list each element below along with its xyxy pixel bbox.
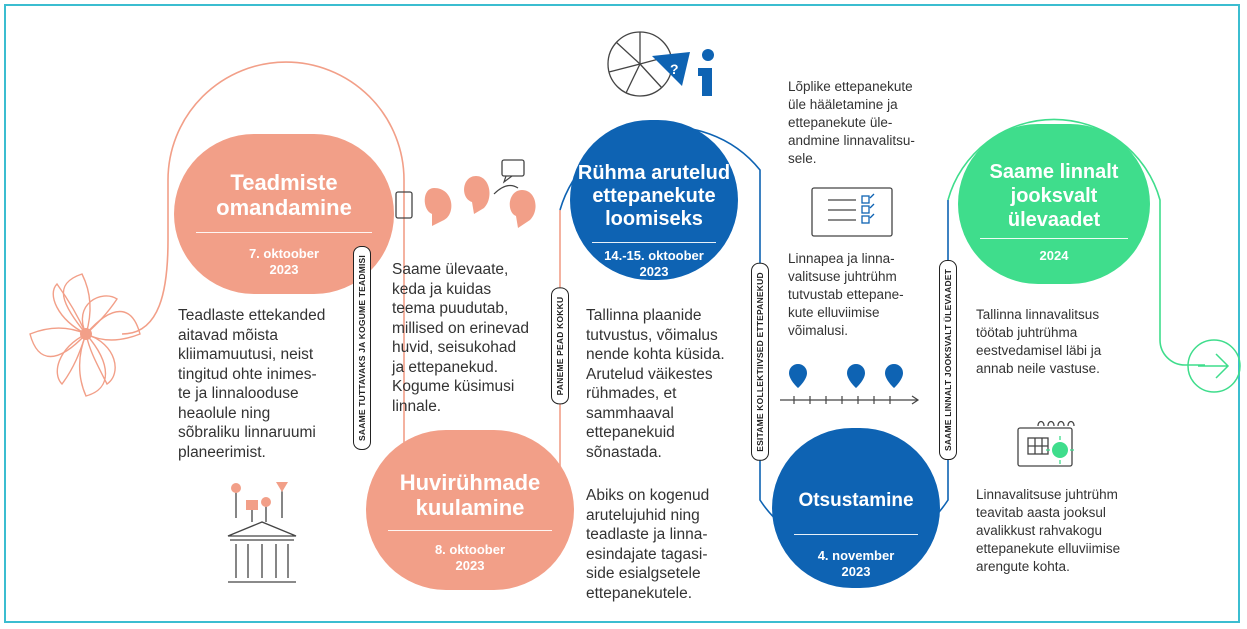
pinwheel-icon: [29, 273, 141, 397]
city-leads-text: Tallinna linnavalitsus töötab juhtrühma …: [976, 307, 1102, 376]
facilitators-text: Abiks on kogenud arutelujuhid ning teadl…: [586, 487, 710, 602]
government-building-icon: [227, 482, 297, 583]
step-3-date: 14.-15. oktoober 2023: [604, 248, 704, 279]
pie-chart-icon: [607, 31, 673, 97]
step-4-title: Otsustamine: [798, 490, 914, 511]
stakeholders-text: Saame ülevaate, keda ja kuidas teema puu…: [392, 261, 529, 415]
arrow-right-icon: [1187, 339, 1241, 393]
step-2-circle: Huvirühmade kuulamine 8. oktoober 2023: [366, 430, 574, 590]
svg-text:?: ?: [670, 61, 679, 77]
mayor-text: Linnapea ja linna- valitsuse juhtrühm tu…: [788, 251, 904, 338]
calendar-icon: [1017, 420, 1075, 467]
scientists-text: Teadlaste ettekanded aitavad mõista klii…: [178, 307, 326, 461]
step-5-divider: [980, 238, 1128, 239]
step-1-date: 7. oktoober 2023: [248, 246, 320, 277]
step-3-circle: Rühma arutelud ettepanekute loomiseks 14…: [570, 120, 738, 280]
group-discussion-text: Tallinna plaanide tutvustus, võimalus ne…: [586, 307, 725, 461]
phase-label-3: ESITAME KOLLEKTIIVSED ETTEPANEKUD: [751, 263, 769, 461]
step-4-date: 4. november 2023: [817, 548, 895, 579]
timeline-pins-icon: [780, 364, 920, 405]
phase-label-2: PANEME PEAD KOKKU: [551, 287, 569, 405]
step-1-divider: [196, 232, 372, 233]
step-1-title: Teadmiste omandamine: [216, 170, 352, 220]
step-5-circle: Saame linnalt jooksvalt ülevaadet 2024: [958, 124, 1150, 284]
people-talking-icon: [395, 159, 536, 228]
question-shield-icon: ?: [652, 52, 690, 86]
step-5-title: Saame linnalt jooksvalt ülevaadet: [989, 161, 1119, 231]
final-vote-text: Lõplike ettepanekute üle hääletamine ja …: [788, 79, 915, 166]
step-2-divider: [388, 530, 552, 531]
step-5-date: 2024: [1039, 248, 1069, 263]
step-2-date: 8. oktoober 2023: [434, 542, 506, 573]
step-3-divider: [592, 242, 716, 243]
step-3-title: Rühma arutelud ettepanekute loomiseks: [577, 162, 731, 230]
info-icon: [698, 49, 714, 96]
phase-label-1: SAAME TUTTAVAKS JA KOGUME TEADMISI: [353, 246, 371, 450]
step-4-circle: Otsustamine 4. november 2023: [772, 428, 940, 588]
step-2-title: Huvirühmade kuulamine: [399, 470, 541, 520]
infographic-frame: [4, 4, 1240, 623]
checklist-document-icon: [811, 187, 893, 237]
step-4-divider: [794, 534, 918, 535]
phase-label-4: SAAME LINNALT JOOKSVALT ÜLEVAADET: [939, 259, 957, 461]
city-informs-text: Linnavalitsuse juhtrühm teavitab aasta j…: [976, 487, 1121, 574]
